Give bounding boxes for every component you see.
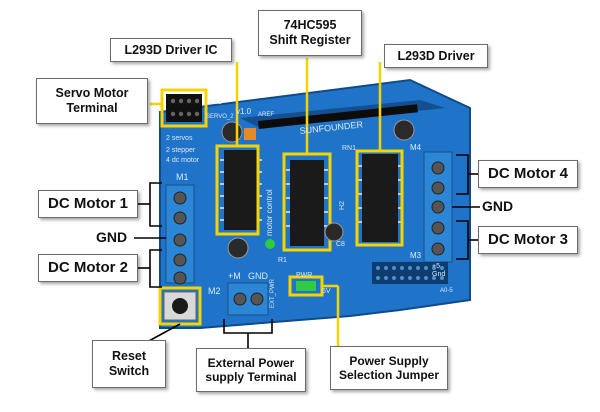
board-servo1: SER1 — [206, 100, 222, 106]
label-dc-motor-2: DC Motor 2 — [38, 254, 138, 282]
label-dc-motor-3-text: DC Motor 3 — [488, 231, 568, 248]
reset-button — [172, 298, 188, 314]
board-m2: M2 — [208, 286, 221, 296]
board-m3: M3 — [410, 251, 422, 260]
label-gnd-right: GND — [482, 198, 514, 214]
servo-highlight — [160, 88, 208, 128]
label-dc-motor-3: DC Motor 3 — [478, 226, 578, 254]
label-dc-motor-4-text: DC Motor 4 — [488, 165, 568, 182]
label-dc-motor-2-text: DC Motor 2 — [48, 259, 128, 276]
label-l293d-driver-ic: L293D Driver IC — [110, 38, 232, 62]
board-servo2: SERVO_2 — [206, 114, 234, 120]
label-reset-switch-text: Reset Switch — [108, 349, 150, 378]
board-silkscreen: SUNFOUNDER v1.0 M1 M2 +M GND PWR SERVO_2… — [166, 100, 453, 308]
board-c8: C8 — [336, 241, 345, 248]
board-m1: M1 — [176, 172, 189, 182]
board-gnd: GND — [248, 271, 269, 281]
label-servo-terminal-text: Servo Motor Terminal — [55, 86, 129, 115]
label-ext-power: External Power supply Terminal — [196, 348, 306, 392]
board-motor-control: motor control — [265, 189, 274, 236]
board-ad5: A0-5 — [440, 288, 453, 294]
board-m4: M4 — [410, 143, 422, 152]
label-reset-switch: Reset Switch — [92, 340, 166, 388]
power-jumper — [296, 281, 316, 291]
board-aref: AREF — [258, 112, 274, 118]
label-dc-motor-4: DC Motor 4 — [478, 160, 578, 188]
servo-header — [166, 94, 202, 122]
board-steppers: 2 stepper — [166, 147, 196, 154]
board-dcmotors: 4 dc motor — [166, 157, 200, 164]
label-ext-power-text: External Power supply Terminal — [205, 355, 297, 384]
label-shift-register-text: 74HC595 Shift Register — [269, 18, 351, 47]
board-h2: H2 — [339, 201, 346, 210]
top-header-pins — [258, 104, 418, 129]
label-dc-motor-1: DC Motor 1 — [38, 190, 138, 218]
l293d-chip-right — [362, 154, 398, 242]
board-r1: R1 — [278, 257, 287, 264]
label-power-jumper-text: Power Supply Selection Jumper — [338, 353, 440, 382]
leader-lines — [134, 58, 480, 349]
label-l293d-driver-text: L293D Driver — [397, 48, 475, 63]
led — [265, 239, 275, 249]
shift-register-chip — [290, 160, 324, 246]
label-dc-motor-1-text: DC Motor 1 — [48, 195, 128, 212]
label-shift-register: 74HC595 Shift Register — [258, 10, 362, 56]
l293d-chip-left — [224, 150, 258, 230]
small-cap — [244, 128, 256, 140]
label-power-jumper: Power Supply Selection Jumper — [330, 346, 448, 390]
label-l293d-driver: L293D Driver — [384, 44, 488, 68]
board-plusm: +M — [228, 271, 241, 281]
board-version: v1.0 — [236, 107, 252, 116]
board-rn1: RN1 — [342, 145, 356, 152]
board-5v: 5V — [322, 288, 331, 295]
board-servos: 2 servos — [166, 135, 193, 142]
label-l293d-driver-ic-text: L293D Driver IC — [124, 42, 218, 57]
label-servo-terminal: Servo Motor Terminal — [36, 78, 148, 124]
board-ext-pwr: EXT_PWR — [270, 278, 276, 308]
board-plus5: +5 — [432, 263, 440, 270]
board-pwr: PWR — [296, 272, 312, 279]
board-gnd-small: Gnd — [432, 271, 445, 278]
label-gnd-left: GND — [96, 229, 128, 245]
